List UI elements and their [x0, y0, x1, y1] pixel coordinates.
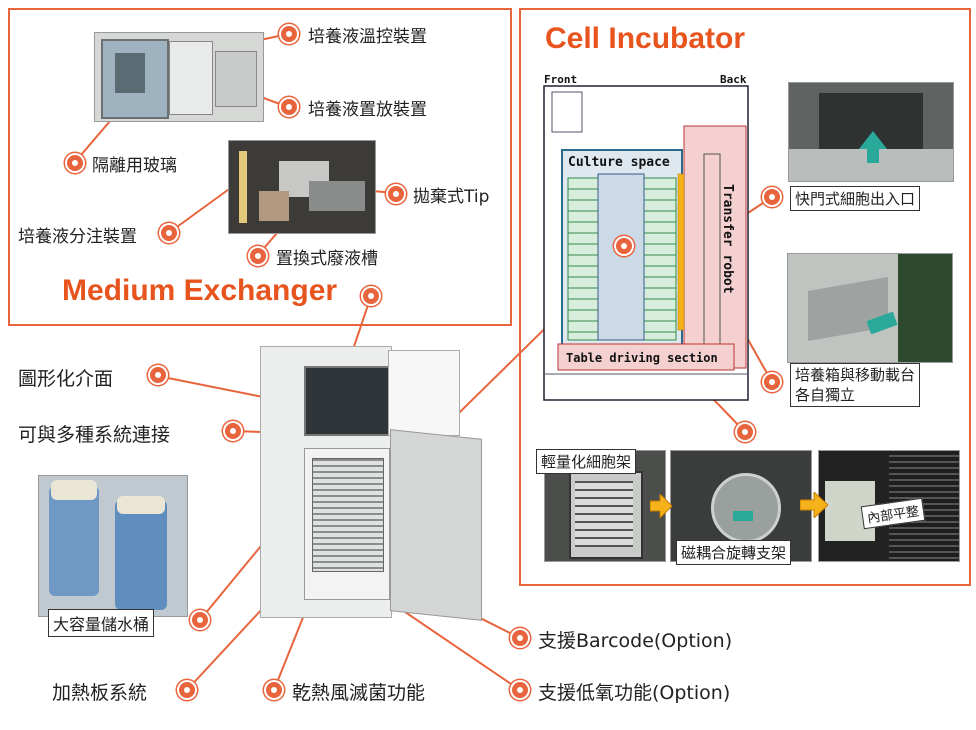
independent-marker	[764, 374, 780, 390]
connect-marker	[225, 423, 241, 439]
dispenser-photo	[228, 140, 376, 234]
water-tank-marker	[192, 612, 208, 628]
tip-label: 拋棄式Tip	[413, 187, 490, 207]
water-tank-photo	[38, 475, 188, 617]
hypoxia-label: 支援低氧功能(Option)	[538, 682, 731, 704]
schematic-transfer-robot-label: Transfer robot	[720, 184, 735, 294]
shutter-label: 快門式細胞出入口	[790, 186, 921, 211]
dispense-marker	[161, 225, 177, 241]
connect-label: 可與多種系統連接	[18, 424, 171, 446]
hypoxia-marker	[512, 682, 528, 698]
waste-marker	[250, 248, 266, 264]
shutter-photo	[788, 82, 954, 182]
medium-exchanger-panel	[8, 8, 512, 326]
independent-label-line2: 各自獨立	[795, 386, 856, 404]
tip-marker	[388, 186, 404, 202]
storage-marker	[281, 99, 297, 115]
temp-control-marker	[281, 26, 297, 42]
gui-label: 圖形化介面	[18, 368, 114, 390]
shutter-marker	[764, 189, 780, 205]
light-rack-label: 輕量化細胞架	[536, 449, 637, 474]
incubator-schematic: Front Back Culture space Transfer robot …	[543, 74, 749, 401]
schematic-back-label: Back	[720, 74, 747, 86]
cell-incubator-panel	[519, 8, 971, 586]
glass-marker	[67, 155, 83, 171]
stage-photo	[787, 253, 953, 363]
temp-control-label: 培養液溫控裝置	[308, 27, 427, 47]
water-tank-label: 大容量儲水桶	[48, 609, 155, 637]
schematic-culture-space-label: Culture space	[568, 155, 670, 170]
heating-label: 加熱板系統	[52, 682, 148, 704]
medium-exchanger-marker	[363, 288, 379, 304]
heating-marker	[179, 682, 195, 698]
table-driving-marker	[737, 424, 753, 440]
sterilize-marker	[266, 682, 282, 698]
barcode-marker	[512, 630, 528, 646]
independent-label: 培養箱與移動載台 各自獨立	[790, 363, 921, 407]
schematic-table-driving-label: Table driving section	[566, 351, 718, 365]
culture-space-marker	[616, 238, 632, 254]
waste-label: 置換式廢液槽	[276, 249, 378, 269]
flow-arrow-icon	[800, 492, 828, 518]
gui-marker	[150, 367, 166, 383]
exchanger-cabinet-photo	[94, 32, 264, 122]
glass-label: 隔離用玻璃	[92, 156, 177, 176]
medium-exchanger-title: Medium Exchanger	[62, 274, 338, 307]
independent-label-line1: 培養箱與移動載台	[795, 366, 916, 384]
machine-illustration	[260, 346, 492, 622]
sterilize-label: 乾熱風滅菌功能	[292, 682, 426, 704]
dispense-label: 培養液分注裝置	[18, 227, 137, 247]
flow-arrow-icon	[650, 494, 672, 518]
schematic-front-label: Front	[544, 74, 577, 86]
cell-incubator-title: Cell Incubator	[545, 22, 746, 55]
storage-label: 培養液置放裝置	[308, 100, 427, 120]
magnetic-rack-label: 磁耦合旋轉支架	[676, 540, 792, 565]
barcode-label: 支援Barcode(Option)	[538, 630, 733, 652]
